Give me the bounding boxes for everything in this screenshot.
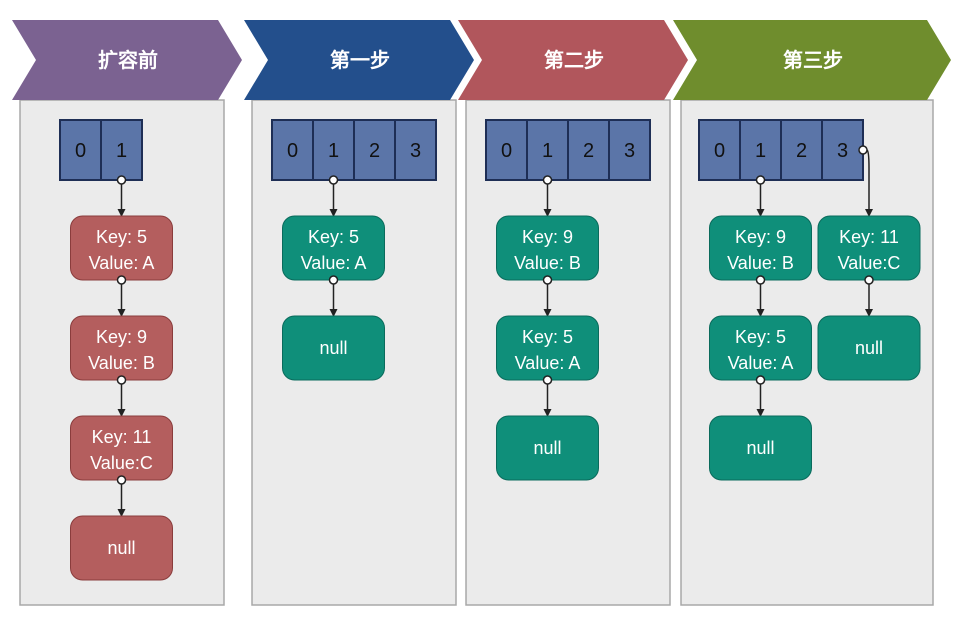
null-node xyxy=(709,415,812,481)
bucket-index: 1 xyxy=(755,140,766,162)
next-pointer-dot xyxy=(116,475,127,485)
bucket-index: 3 xyxy=(410,140,421,162)
next-pointer-dot xyxy=(116,275,127,285)
entry-value: Value: B xyxy=(88,353,155,373)
step-header-chevron xyxy=(458,20,688,100)
null-label: null xyxy=(319,338,347,358)
entry-value: Value:C xyxy=(838,253,901,273)
bucket-index: 1 xyxy=(328,140,339,162)
entry-key: Key: 9 xyxy=(522,227,573,247)
bucket-index: 2 xyxy=(796,140,807,162)
step-header-chevron xyxy=(673,20,951,100)
bucket-cell-0 xyxy=(485,119,528,181)
entry-key: Key: 9 xyxy=(735,227,786,247)
entry-value: Value:C xyxy=(90,453,153,473)
next-pointer-dot xyxy=(542,275,553,285)
entry-value: Value: B xyxy=(514,253,581,273)
step-header-label: 第三步 xyxy=(783,48,843,72)
null-node xyxy=(70,515,173,581)
null-label: null xyxy=(855,338,883,358)
next-pointer-dot xyxy=(542,375,553,385)
bucket-index: 2 xyxy=(583,140,594,162)
bucket-cell-3 xyxy=(821,119,864,181)
entry-key: Key: 11 xyxy=(92,427,152,447)
bucket-index: 2 xyxy=(369,140,380,162)
pointer-dot xyxy=(858,145,868,155)
null-label: null xyxy=(107,538,135,558)
entry-key: Key: 5 xyxy=(96,227,147,247)
next-pointer-dot xyxy=(116,375,127,385)
bucket-cell-3 xyxy=(608,119,651,181)
pointer-dot xyxy=(328,175,339,185)
null-node xyxy=(817,315,921,381)
pointer-dot xyxy=(542,175,553,185)
bucket-cell-1 xyxy=(100,119,143,181)
step-header-label: 第二步 xyxy=(544,48,604,72)
entry-key: Key: 11 xyxy=(839,227,899,247)
bucket-index: 1 xyxy=(542,140,553,162)
bucket-cell-0 xyxy=(271,119,314,181)
null-label: null xyxy=(533,438,561,458)
bucket-cell-3 xyxy=(394,119,437,181)
entry-key: Key: 5 xyxy=(735,327,786,347)
entry-value: Value: A xyxy=(515,353,581,373)
bucket-index: 0 xyxy=(75,140,86,162)
bucket-index: 3 xyxy=(624,140,635,162)
null-label: null xyxy=(746,438,774,458)
bucket-cell-0 xyxy=(698,119,741,181)
pointer-dot xyxy=(116,175,127,185)
pointer-arrow xyxy=(865,149,873,217)
bucket-index: 0 xyxy=(287,140,298,162)
bucket-cell-2 xyxy=(780,119,823,181)
entry-value: Value: A xyxy=(728,353,794,373)
bucket-cell-1 xyxy=(526,119,569,181)
step-header-chevron xyxy=(12,20,242,100)
next-pointer-dot xyxy=(864,275,874,285)
next-pointer-dot xyxy=(755,275,766,285)
bucket-cell-0 xyxy=(59,119,102,181)
step-header-chevron xyxy=(244,20,474,100)
step-header-label: 扩容前 xyxy=(98,48,158,72)
entry-value: Value: A xyxy=(301,253,367,273)
next-pointer-dot xyxy=(755,375,766,385)
null-node xyxy=(282,315,385,381)
entry-value: Value: A xyxy=(89,253,155,273)
null-node xyxy=(496,415,599,481)
entry-key: Key: 5 xyxy=(522,327,573,347)
bucket-index: 1 xyxy=(116,140,127,162)
bucket-index: 0 xyxy=(501,140,512,162)
bucket-index: 0 xyxy=(714,140,725,162)
entry-key: Key: 9 xyxy=(96,327,147,347)
bucket-index: 3 xyxy=(837,140,848,162)
bucket-cell-2 xyxy=(567,119,610,181)
entry-value: Value: B xyxy=(727,253,794,273)
pointer-dot xyxy=(755,175,766,185)
next-pointer-dot xyxy=(328,275,339,285)
bucket-cell-2 xyxy=(353,119,396,181)
entry-key: Key: 5 xyxy=(308,227,359,247)
step-header-label: 第一步 xyxy=(330,48,390,72)
